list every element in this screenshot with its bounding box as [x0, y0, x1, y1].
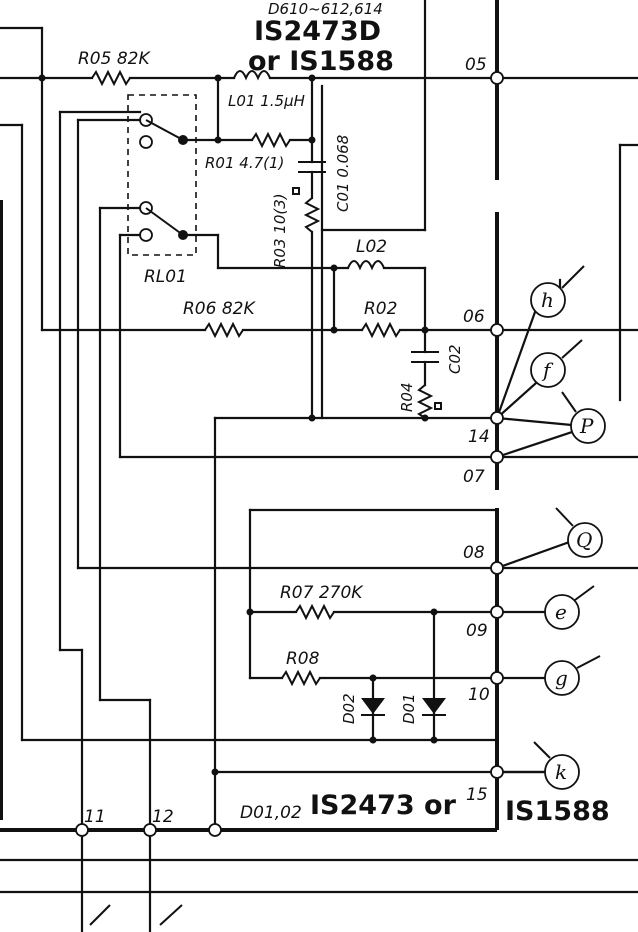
d01-label: D01: [400, 693, 418, 724]
connector-circles: [530, 265, 606, 790]
terminal-15: 15: [466, 785, 488, 805]
l02-inductor: [347, 260, 385, 271]
r01-resistor: [251, 131, 291, 149]
connector-f: [530, 352, 566, 388]
r04-resistor: [416, 384, 434, 419]
connector-p: [570, 408, 606, 444]
terminal-12: 12: [152, 807, 174, 827]
r06-label: R06 82K: [183, 299, 256, 319]
r02-label: R02: [364, 299, 397, 319]
r06-resistor: [204, 321, 244, 339]
relay-wiring: [58, 76, 499, 702]
l01-label: L01 1.5μH: [228, 92, 305, 110]
row-05: [0, 69, 638, 87]
connector-h: [530, 282, 566, 318]
row-09-10: [246, 603, 547, 744]
d02-diode: [361, 698, 385, 714]
relay-rl01: [127, 94, 197, 256]
r03-resistor: [303, 197, 321, 233]
labels: D610~612,614 IS2473D or IS1588 R05 82K L…: [78, 0, 610, 827]
bottom-lines: [0, 648, 638, 932]
top-feeds: [320, 0, 427, 420]
connector-e: [544, 594, 580, 630]
connector-q: [567, 522, 603, 558]
diode-note-alt: IS1588: [505, 796, 610, 827]
r05-label: R05 82K: [78, 49, 151, 69]
right-rails: [558, 143, 638, 402]
top-ref-label: D610~612,614: [268, 0, 383, 18]
bus-nodes: [75, 71, 504, 837]
diode-note-main: IS2473 or: [310, 790, 457, 821]
terminal-05: 05: [465, 55, 487, 75]
c02-r04: [213, 328, 499, 832]
terminal-11: 11: [84, 807, 106, 827]
d02-label: D02: [340, 693, 358, 724]
row-15: [211, 768, 547, 776]
r03-label: R03 10(3): [271, 193, 289, 268]
connector-k-label: k: [555, 760, 567, 784]
diode-note-ref: D01,02: [240, 803, 302, 823]
c02-label: C02: [446, 344, 464, 374]
r08-label: R08: [286, 649, 320, 669]
connector-h-label: h: [541, 288, 554, 312]
terminal-08: 08: [463, 543, 485, 563]
r07-label: R07 270K: [280, 583, 364, 603]
connector-e-label: e: [555, 600, 567, 624]
connector-g-label: g: [555, 666, 568, 690]
r05-resistor: [91, 69, 131, 87]
terminal-07: 07: [463, 467, 485, 487]
l02-label: L02: [356, 237, 387, 257]
row-06: [40, 76, 638, 339]
main-bus: [0, 0, 499, 832]
r08-resistor: [281, 669, 321, 687]
part-main-label: IS2473D: [254, 16, 381, 47]
left-rails: [0, 26, 499, 820]
connector-q-label: Q: [576, 528, 592, 552]
r04-label: R04: [398, 382, 416, 412]
terminal-10: 10: [468, 685, 490, 705]
connector-g: [544, 660, 580, 696]
relay-label: RL01: [144, 267, 187, 287]
part-alt-label: or IS1588: [248, 46, 394, 77]
terminal-06: 06: [463, 307, 485, 327]
connector-p-label: P: [579, 414, 594, 438]
r01-label: R01 4.7(1): [205, 154, 284, 172]
d01-diode: [422, 698, 446, 714]
terminal-14: 14: [468, 427, 490, 447]
c01-label: C01 0.068: [334, 135, 352, 212]
r02-resistor: [361, 321, 401, 339]
terminal-09: 09: [466, 621, 488, 641]
row-08: [248, 508, 577, 680]
r07-resistor: [295, 603, 335, 621]
r01-c01-r03: [214, 76, 326, 420]
connector-k: [544, 754, 580, 790]
l01-inductor: [233, 70, 271, 81]
